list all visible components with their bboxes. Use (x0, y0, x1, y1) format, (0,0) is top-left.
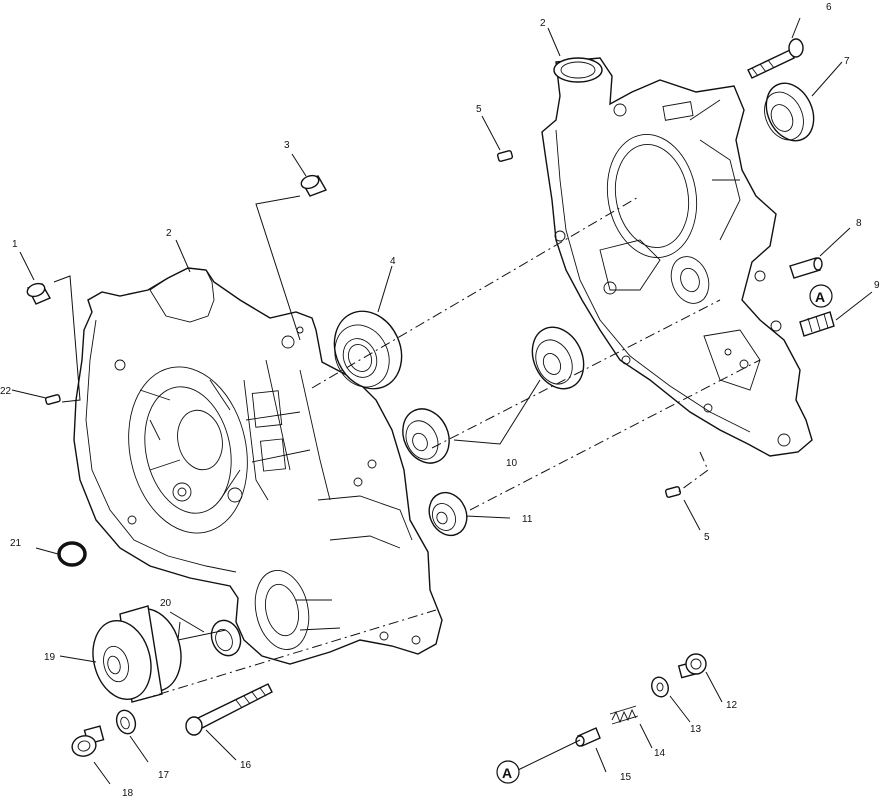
part-7-seal (764, 82, 815, 142)
alignment-centerlines (139, 195, 761, 701)
part-10-bearing-lower (402, 408, 450, 464)
callout-21: 21 (10, 538, 22, 549)
callout-8: 8 (856, 218, 862, 229)
callout-14: 14 (654, 748, 666, 759)
part-18-drain-plug (71, 725, 105, 757)
leader-lines (11, 17, 873, 785)
callout-3: 3 (284, 140, 290, 151)
callout-2-left: 2 (166, 228, 172, 239)
part-6-bolt (747, 38, 804, 79)
reference-marker-a-lower-text: A (502, 765, 512, 781)
callout-15: 15 (620, 772, 632, 783)
callout-13: 13 (690, 724, 702, 735)
part-19-pulley (92, 605, 182, 703)
part-21-o-ring (57, 541, 87, 567)
callout-22: 22 (0, 386, 12, 397)
part-14-spring (609, 705, 639, 725)
callout-5-top: 5 (476, 104, 482, 115)
callout-18: 18 (122, 788, 134, 799)
part-11-bearing (428, 491, 468, 537)
part-5-pin-top (496, 150, 514, 162)
callout-1: 1 (12, 239, 18, 250)
part-5-pin-bottom (664, 486, 682, 498)
reference-marker-a-upper: A (809, 284, 833, 308)
callout-17: 17 (158, 770, 170, 781)
callout-9: 9 (874, 280, 880, 291)
callout-10: 10 (506, 458, 518, 469)
callout-11: 11 (522, 514, 533, 525)
callout-16: 16 (240, 760, 252, 771)
callout-20: 20 (160, 598, 172, 609)
part-16-long-bolt (185, 683, 273, 736)
callout-6: 6 (826, 2, 832, 13)
callout-19: 19 (44, 652, 56, 663)
left-crankcase-half (73, 267, 443, 665)
part-9-fitting (799, 311, 835, 337)
callout-2-right: 2 (540, 18, 546, 29)
part-15-plunger (575, 727, 601, 747)
part-13-washer (651, 676, 669, 698)
part-10-bearing-upper (531, 326, 585, 390)
reference-marker-a-lower: A (496, 760, 520, 784)
part-20-seal (210, 619, 242, 657)
right-crankcase-half (541, 57, 813, 457)
callout-12: 12 (726, 700, 738, 711)
part-4-bearing (333, 310, 403, 390)
callout-5-bottom: 5 (704, 532, 710, 543)
part-12-plug (677, 653, 707, 679)
reference-marker-a-upper-text: A (815, 289, 825, 305)
part-22-pin (44, 394, 61, 405)
part-3-dowel-sleeve (300, 174, 328, 197)
part-17-washer (115, 709, 137, 735)
part-1-dowel-sleeve (26, 282, 51, 305)
part-8-stud (789, 257, 823, 279)
callout-7: 7 (844, 56, 850, 67)
callout-4: 4 (390, 256, 396, 267)
